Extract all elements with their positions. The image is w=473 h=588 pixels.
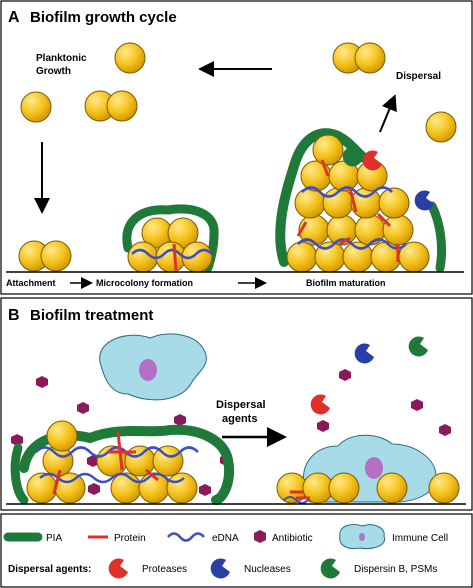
planktonic-cell [106, 90, 138, 122]
dispersal-label: Dispersal [396, 71, 441, 82]
mature-pia-right [427, 201, 447, 273]
legend-immune-cell-label: Immune Cell [392, 533, 448, 544]
legend-protease-icon [108, 558, 128, 579]
protease-enzyme-icon [362, 150, 382, 171]
mature-proteins [296, 159, 400, 262]
nuclease-enzyme-icon [354, 343, 374, 364]
dispersed-cell [425, 111, 457, 143]
protease-enzyme-icon [310, 394, 330, 415]
panel-b-frame [0, 297, 473, 511]
engulfing-immune-nucleus [365, 457, 383, 479]
legend-frame [0, 513, 473, 588]
treated-fragments [290, 490, 310, 500]
planktonic-label-2: Growth [36, 66, 71, 77]
arrow-dispersal [379, 94, 397, 133]
planktonic-cell [20, 91, 52, 123]
legend-edna-swatch [167, 532, 205, 542]
immune-cell-nucleus [139, 359, 157, 381]
legend-dispersin-label: Dispersin B, PSMs [354, 564, 437, 575]
panel-a-frame [0, 0, 473, 295]
legend-nuclease-label: Nucleases [244, 564, 291, 575]
mature-pia [275, 128, 369, 267]
mature-biofilm-cells [286, 134, 430, 273]
planktonic-cell [114, 42, 146, 74]
legend-immune-nucleus [359, 533, 365, 541]
attachment-label: Attachment [6, 278, 56, 288]
mature-edna [297, 238, 407, 250]
treatment-pia-left [10, 443, 29, 505]
legend-edna-label: eDNA [212, 533, 239, 544]
legend-nuclease-icon [210, 558, 230, 579]
panel-a-title: Biofilm growth cycle [30, 9, 177, 26]
mature-edna [301, 186, 393, 198]
planktonic-label-1: Planktonic [36, 53, 87, 64]
treated-cells [276, 472, 460, 504]
legend-antibiotic-icon [254, 530, 266, 543]
legend-dispersin-icon [320, 558, 340, 579]
microcolony-edna [131, 248, 213, 260]
dispersal-agents-label-2: agents [222, 413, 257, 425]
panel-a-letter: A [8, 9, 20, 26]
legend-antibiotic-label: Antibiotic [272, 533, 313, 544]
dispersed-cell [354, 42, 386, 74]
maturation-label: Biofilm maturation [306, 278, 386, 288]
legend-protease-label: Proteases [142, 564, 187, 575]
dispersin-enzyme-icon [342, 146, 362, 167]
legend-protein-label: Protein [114, 533, 146, 544]
panel-b-letter: B [8, 307, 20, 324]
microcolony-label: Microcolony formation [96, 278, 193, 288]
treatment-edna [39, 472, 185, 484]
microcolony-protein [172, 243, 178, 271]
dispersin-enzyme-icon [408, 336, 428, 357]
treatment-edna [35, 446, 199, 458]
nuclease-enzyme-icon [414, 190, 434, 211]
legend-dispersal-title: Dispersal agents: [8, 564, 91, 575]
dispersal-agents-label-1: Dispersal [216, 399, 266, 411]
legend-pia-label: PIA [46, 533, 62, 544]
panel-b-title: Biofilm treatment [30, 307, 153, 324]
attachment-cell [40, 240, 72, 272]
treatment-proteins [52, 431, 159, 495]
treated-edna [283, 496, 309, 504]
